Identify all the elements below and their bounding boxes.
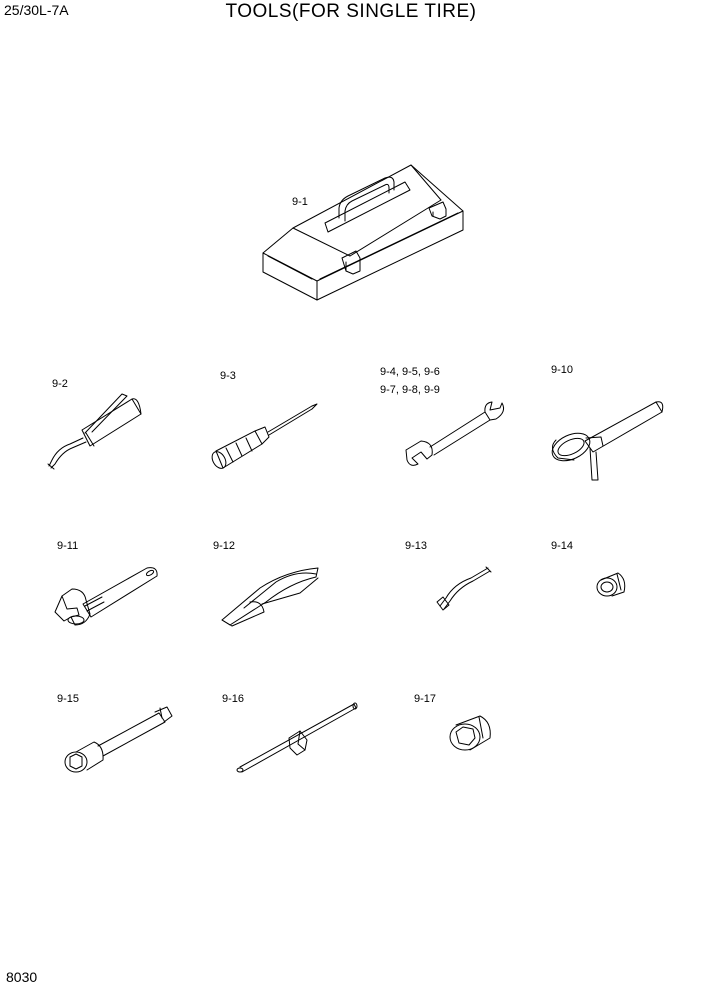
part-label-9-10: 9-10: [551, 364, 574, 376]
grease-gun-icon: [47, 393, 142, 470]
t-handle-icon: [236, 702, 358, 773]
pliers-icon: [221, 567, 319, 627]
part-label-9-12: 9-12: [213, 540, 236, 552]
page-number: 8030: [6, 969, 38, 985]
part-label-9-3: 9-3: [220, 370, 236, 382]
model-code: 25/30L-7A: [4, 2, 69, 18]
part-label-9-4-9-6: 9-4, 9-5, 9-6: [380, 366, 440, 378]
part-label-9-15: 9-15: [57, 693, 80, 705]
socket-icon: [449, 715, 491, 751]
part-label-9-1: 9-1: [292, 196, 308, 208]
part-label-9-7-9-9: 9-7, 9-8, 9-9: [380, 384, 440, 396]
toolbox-icon: [262, 164, 464, 301]
extension-bar-icon: [64, 706, 173, 773]
socket-icon: [596, 572, 626, 597]
part-label-9-16: 9-16: [222, 693, 245, 705]
spanner-icon: [405, 401, 504, 466]
nozzle-icon: [436, 566, 492, 611]
filter-wrench-icon: [551, 401, 664, 481]
page-title: TOOLS(FOR SINGLE TIRE): [225, 1, 477, 22]
part-label-9-11: 9-11: [57, 540, 79, 552]
screwdriver-icon: [211, 403, 318, 469]
part-label-9-2: 9-2: [52, 378, 68, 390]
adjustable-wrench-icon: [54, 567, 158, 626]
part-label-9-14: 9-14: [551, 540, 574, 552]
part-label-9-17: 9-17: [414, 693, 437, 705]
part-label-9-13: 9-13: [405, 540, 428, 552]
